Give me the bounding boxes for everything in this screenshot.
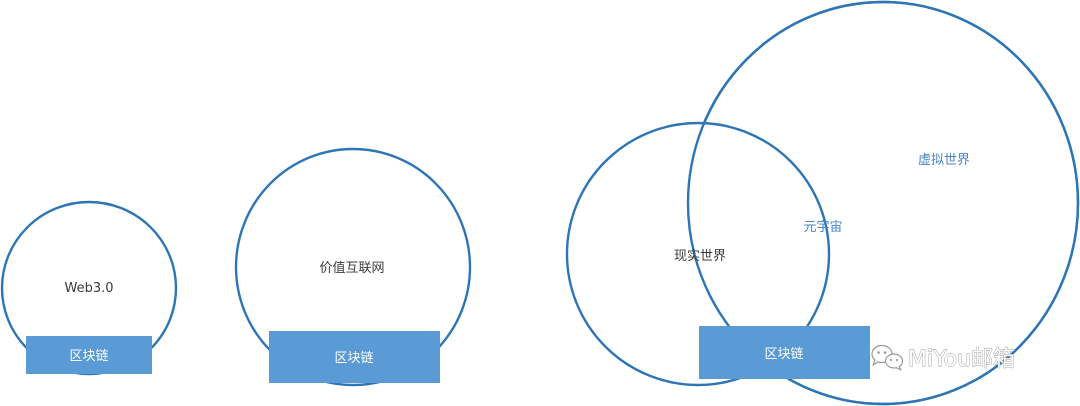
- watermark: MiYou邮箱: [871, 344, 1015, 372]
- value-internet-base-label: 区块链: [334, 351, 373, 366]
- real-world-circle: [565, 121, 831, 387]
- metaverse-group: 虚拟世界 元宇宙 现实世界 区块链: [565, 0, 1080, 406]
- value-internet-label: 价值互联网: [319, 260, 384, 276]
- value-internet-circle: [234, 147, 472, 387]
- web3-base-label: 区块链: [69, 349, 108, 364]
- metaverse-base-label: 区块链: [764, 347, 803, 362]
- value-internet-base-box: [269, 331, 440, 383]
- web3-group: Web3.0 区块链: [0, 200, 178, 376]
- virtual-world-outline: [686, 0, 1080, 406]
- value-internet-group: 价值互联网 区块链: [234, 147, 472, 387]
- web3-label: Web3.0: [64, 281, 113, 296]
- virtual-world-label: 虚拟世界: [918, 153, 970, 168]
- web3-base-box: [26, 336, 152, 374]
- real-world-label: 现实世界: [674, 249, 726, 264]
- metaverse-base-box: [699, 326, 870, 379]
- watermark-text: MiYou邮箱: [908, 347, 1015, 372]
- wechat-icon: [871, 344, 904, 371]
- metaverse-overlap-label: 元宇宙: [803, 220, 842, 235]
